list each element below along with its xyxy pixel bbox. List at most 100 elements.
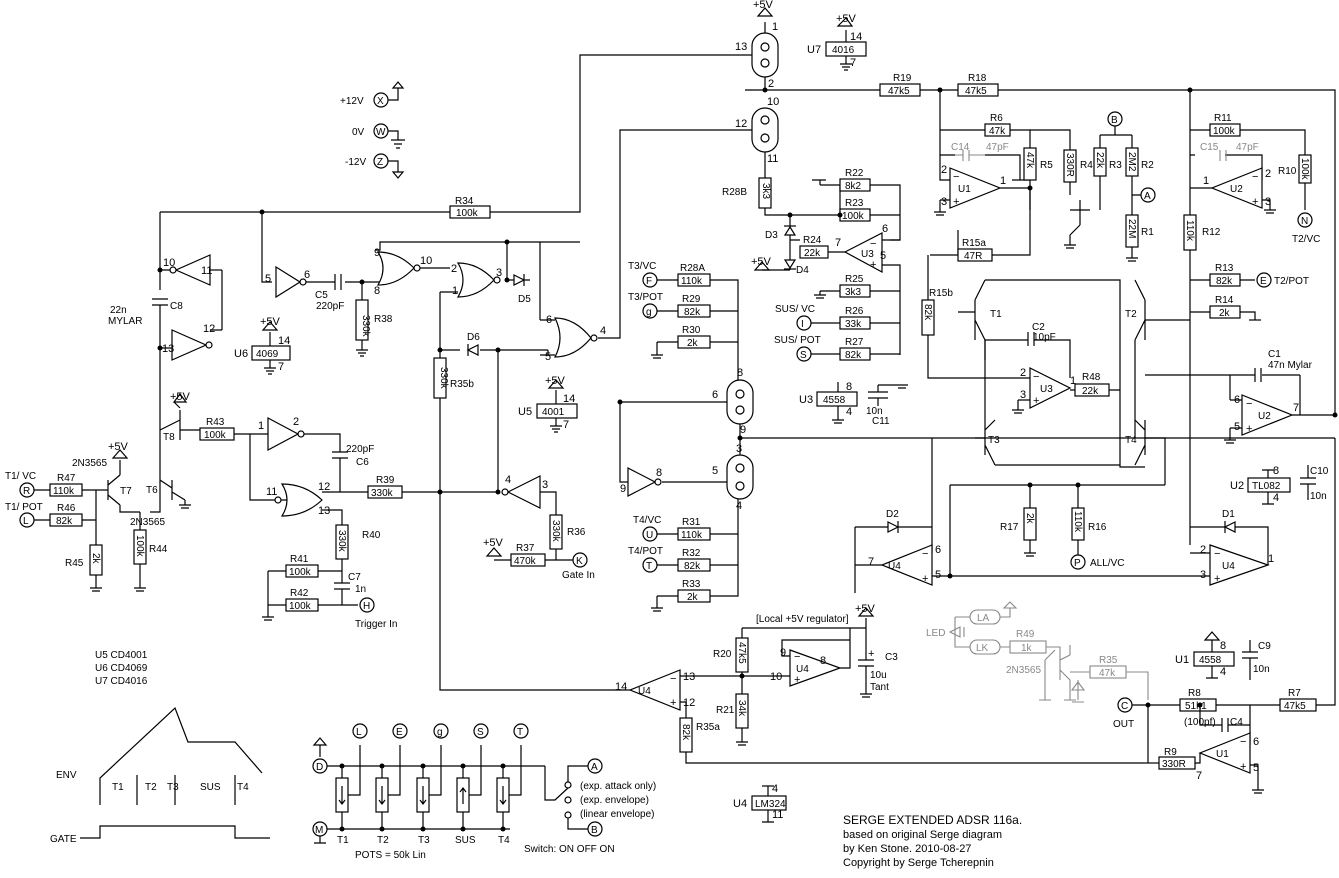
- svg-text:6: 6: [304, 269, 310, 281]
- svg-text:+: +: [953, 196, 959, 208]
- svg-text:L: L: [23, 516, 29, 527]
- svg-text:330R: 330R: [1064, 153, 1075, 177]
- svg-text:R44: R44: [149, 544, 168, 555]
- svg-text:R21: R21: [716, 705, 735, 716]
- svg-text:2: 2: [293, 416, 299, 428]
- svg-text:5: 5: [265, 273, 271, 285]
- svg-text:6: 6: [1253, 736, 1259, 748]
- svg-text:R4: R4: [1080, 160, 1093, 171]
- svg-text:−: −: [1246, 398, 1252, 410]
- svg-text:82k: 82k: [1216, 276, 1233, 287]
- main-wiring: [159, 54, 1336, 691]
- svg-text:7: 7: [563, 419, 569, 431]
- svg-text:2N3565: 2N3565: [1006, 665, 1041, 676]
- svg-text:D1: D1: [1222, 509, 1235, 520]
- svg-text:4: 4: [505, 474, 511, 486]
- svg-text:7: 7: [278, 361, 284, 373]
- svg-text:R23: R23: [845, 198, 864, 209]
- svg-text:Z: Z: [377, 157, 383, 168]
- svg-text:110k: 110k: [1184, 220, 1195, 242]
- svg-text:R45: R45: [65, 558, 84, 569]
- svg-text:C1: C1: [1268, 349, 1281, 360]
- svg-text:6: 6: [712, 389, 718, 401]
- sus-pot-port: [796, 346, 812, 362]
- svg-text:7: 7: [868, 556, 874, 568]
- svg-text:R28A: R28A: [680, 263, 705, 274]
- svg-text:47pF: 47pF: [1236, 142, 1259, 153]
- svg-text:U4: U4: [733, 798, 747, 810]
- svg-text:100k: 100k: [1213, 126, 1236, 137]
- svg-text:R19: R19: [893, 73, 912, 84]
- svg-text:2k: 2k: [687, 592, 699, 603]
- svg-text:+: +: [1252, 196, 1258, 208]
- u1a-opamp: U1 −+ 213: [934, 164, 1030, 216]
- svg-text:T2: T2: [145, 782, 157, 793]
- svg-text:1n: 1n: [355, 584, 366, 595]
- gate-in-port: [572, 552, 588, 568]
- trigger-port: [359, 597, 375, 613]
- svg-text:R15b: R15b: [929, 288, 953, 299]
- svg-text:+5V: +5V: [545, 375, 566, 387]
- svg-text:330k: 330k: [336, 530, 347, 553]
- svg-text:4069: 4069: [256, 349, 279, 360]
- svg-text:T2: T2: [1125, 309, 1137, 320]
- svg-text:10n: 10n: [866, 406, 883, 417]
- c14-capacitor: C14 47pF: [951, 142, 1009, 161]
- svg-text:82k: 82k: [845, 350, 862, 361]
- svg-text:12: 12: [318, 481, 330, 493]
- svg-text:R39: R39: [376, 475, 395, 486]
- svg-text:3: 3: [1020, 389, 1026, 401]
- pot-port-label: E: [396, 727, 403, 738]
- svg-text:R2: R2: [1141, 160, 1154, 171]
- svg-text:2: 2: [451, 263, 457, 275]
- svg-text:10n: 10n: [1310, 491, 1327, 502]
- svg-text:R36: R36: [567, 527, 586, 538]
- u7-switch-low1: 869: [617, 367, 754, 436]
- svg-text:MYLAR: MYLAR: [108, 316, 142, 327]
- svg-text:[Local +5V regulator]: [Local +5V regulator]: [756, 614, 849, 625]
- svg-text:R34: R34: [455, 196, 474, 207]
- u2b-opamp: U2 −+ 657: [1224, 375, 1338, 444]
- svg-text:13: 13: [735, 41, 747, 53]
- svg-text:+: +: [870, 259, 876, 271]
- svg-text:M: M: [315, 825, 323, 836]
- svg-text:C8: C8: [170, 301, 183, 312]
- svg-text:3: 3: [542, 479, 548, 491]
- svg-text:U5 CD4001: U5 CD4001: [95, 650, 148, 661]
- svg-text:7: 7: [1293, 402, 1299, 414]
- svg-text:R47: R47: [57, 473, 76, 484]
- sus-vc-port: [796, 315, 812, 331]
- svg-text:g: g: [646, 307, 652, 318]
- r38-resistor: 330k R38: [355, 279, 393, 357]
- svg-text:220pF: 220pF: [316, 301, 344, 312]
- svg-text:7: 7: [835, 237, 841, 249]
- svg-text:+: +: [794, 674, 800, 686]
- svg-text:R41: R41: [290, 554, 309, 565]
- svg-text:C14: C14: [951, 142, 970, 153]
- svg-text:220pF: 220pF: [346, 444, 374, 455]
- svg-text:Copyright by Serge Tcherepnin: Copyright by Serge Tcherepnin: [843, 857, 994, 869]
- svg-text:I: I: [801, 319, 804, 330]
- svg-text:2k: 2k: [1024, 513, 1035, 525]
- svg-text:C6: C6: [356, 457, 369, 468]
- svg-text:(linear envelope): (linear envelope): [580, 809, 655, 820]
- svg-text:22k: 22k: [804, 248, 821, 259]
- svg-text:R5: R5: [1040, 160, 1053, 171]
- pot-port-label: L: [356, 727, 362, 738]
- svg-text:47pF: 47pF: [986, 142, 1009, 153]
- svg-text:C10: C10: [1310, 466, 1329, 477]
- envelope-diagram: ENV T1 T2 T3 SUS T4 GATE: [50, 706, 270, 845]
- svg-text:R30: R30: [682, 325, 701, 336]
- svg-text:U7: U7: [807, 44, 821, 56]
- svg-text:U2: U2: [1230, 184, 1243, 195]
- svg-text:R38: R38: [374, 314, 393, 325]
- svg-text:110k: 110k: [681, 530, 703, 541]
- svg-text:82k: 82k: [684, 561, 701, 572]
- svg-text:D3: D3: [765, 230, 778, 241]
- svg-text:2: 2: [1200, 544, 1206, 556]
- svg-text:4: 4: [600, 325, 606, 337]
